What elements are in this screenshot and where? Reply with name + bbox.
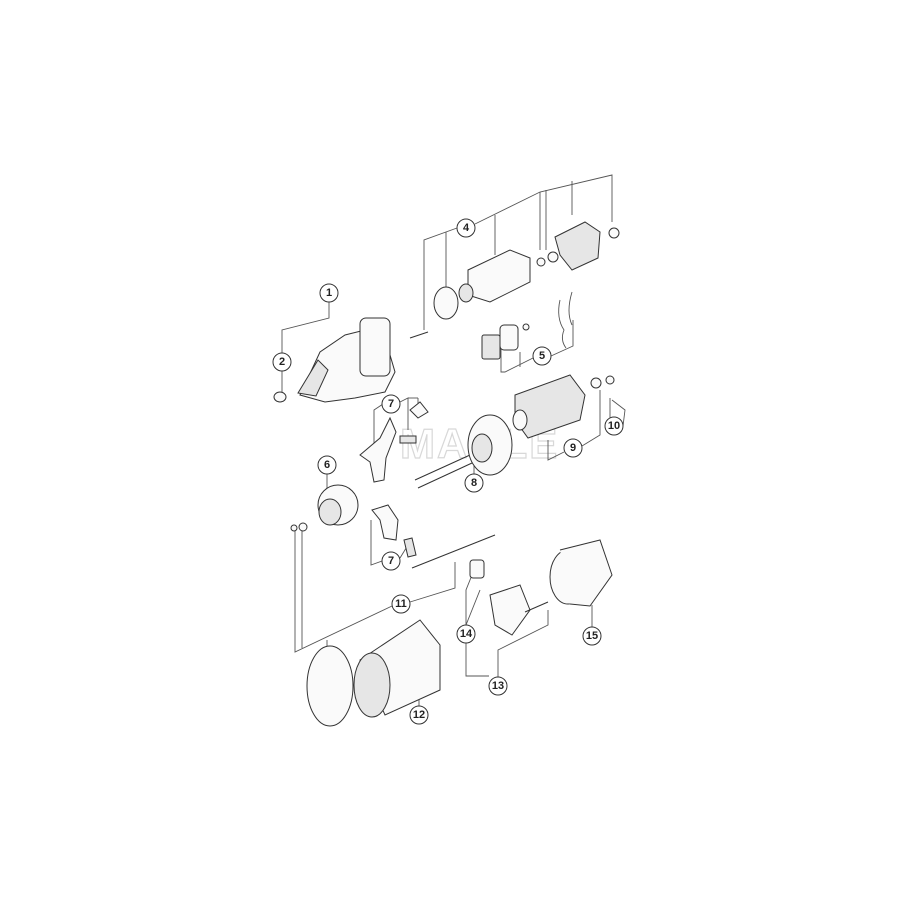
callout-c10: 10 [604, 416, 624, 436]
callout-circle [381, 394, 401, 414]
callout-number: 9 [570, 442, 576, 454]
callout-number: 8 [471, 477, 477, 489]
callout-c2: 2 [272, 352, 292, 372]
part-armature [512, 374, 615, 439]
callout-number: 12 [413, 709, 425, 721]
callout-c13: 13 [488, 676, 508, 696]
callout-circle [604, 416, 624, 436]
callout-number: 6 [324, 459, 330, 471]
callout-number: 7 [388, 555, 394, 567]
part-end-cover [549, 539, 613, 607]
callout-circle [456, 624, 476, 644]
callout-c14: 14 [456, 624, 476, 644]
callout-c15: 15 [582, 626, 602, 646]
callout-circle [488, 676, 508, 696]
callout-circle [317, 455, 337, 475]
callout-circle [582, 626, 602, 646]
callout-number: 2 [279, 356, 285, 368]
part-drive-pinion [290, 484, 359, 532]
callout-c8: 8 [464, 473, 484, 493]
callout-circle [563, 438, 583, 458]
part-drive-end-housing [297, 317, 396, 403]
part-solenoid [409, 221, 620, 339]
callout-circle [381, 551, 401, 571]
part-field-housing [306, 619, 441, 727]
callout-c5: 5 [532, 346, 552, 366]
parts [273, 221, 620, 727]
callout-number: 15 [586, 630, 598, 642]
callout-number: 4 [463, 222, 470, 234]
callout-circle [456, 218, 476, 238]
part-bushing [273, 391, 287, 403]
callout-circle [319, 283, 339, 303]
callout-circle [464, 473, 484, 493]
callout-c9: 9 [563, 438, 583, 458]
callout-circle [409, 705, 429, 725]
part-through-bolts [411, 534, 496, 569]
part-terminal-kit [481, 291, 573, 360]
callout-c11: 11 [391, 594, 411, 614]
part-fork-lever [359, 401, 429, 558]
callout-c7b: 7 [381, 551, 401, 571]
part-intermediate-bearing [414, 414, 513, 489]
callout-number: 13 [492, 680, 504, 692]
callout-number: 7 [388, 398, 394, 410]
callout-c4: 4 [456, 218, 476, 238]
callout-c1: 1 [319, 283, 339, 303]
callout-number: 5 [539, 350, 545, 362]
callout-number: 11 [395, 598, 407, 610]
part-brush-holder [469, 559, 549, 636]
callout-c12: 12 [409, 705, 429, 725]
callout-circle [391, 594, 411, 614]
callout-c6: 6 [317, 455, 337, 475]
callout-number: 10 [608, 420, 620, 432]
callout-c7a: 7 [381, 394, 401, 414]
callout-number: 14 [460, 628, 473, 640]
callout-circle [272, 352, 292, 372]
callout-circle [532, 346, 552, 366]
callout-number: 1 [326, 287, 332, 299]
